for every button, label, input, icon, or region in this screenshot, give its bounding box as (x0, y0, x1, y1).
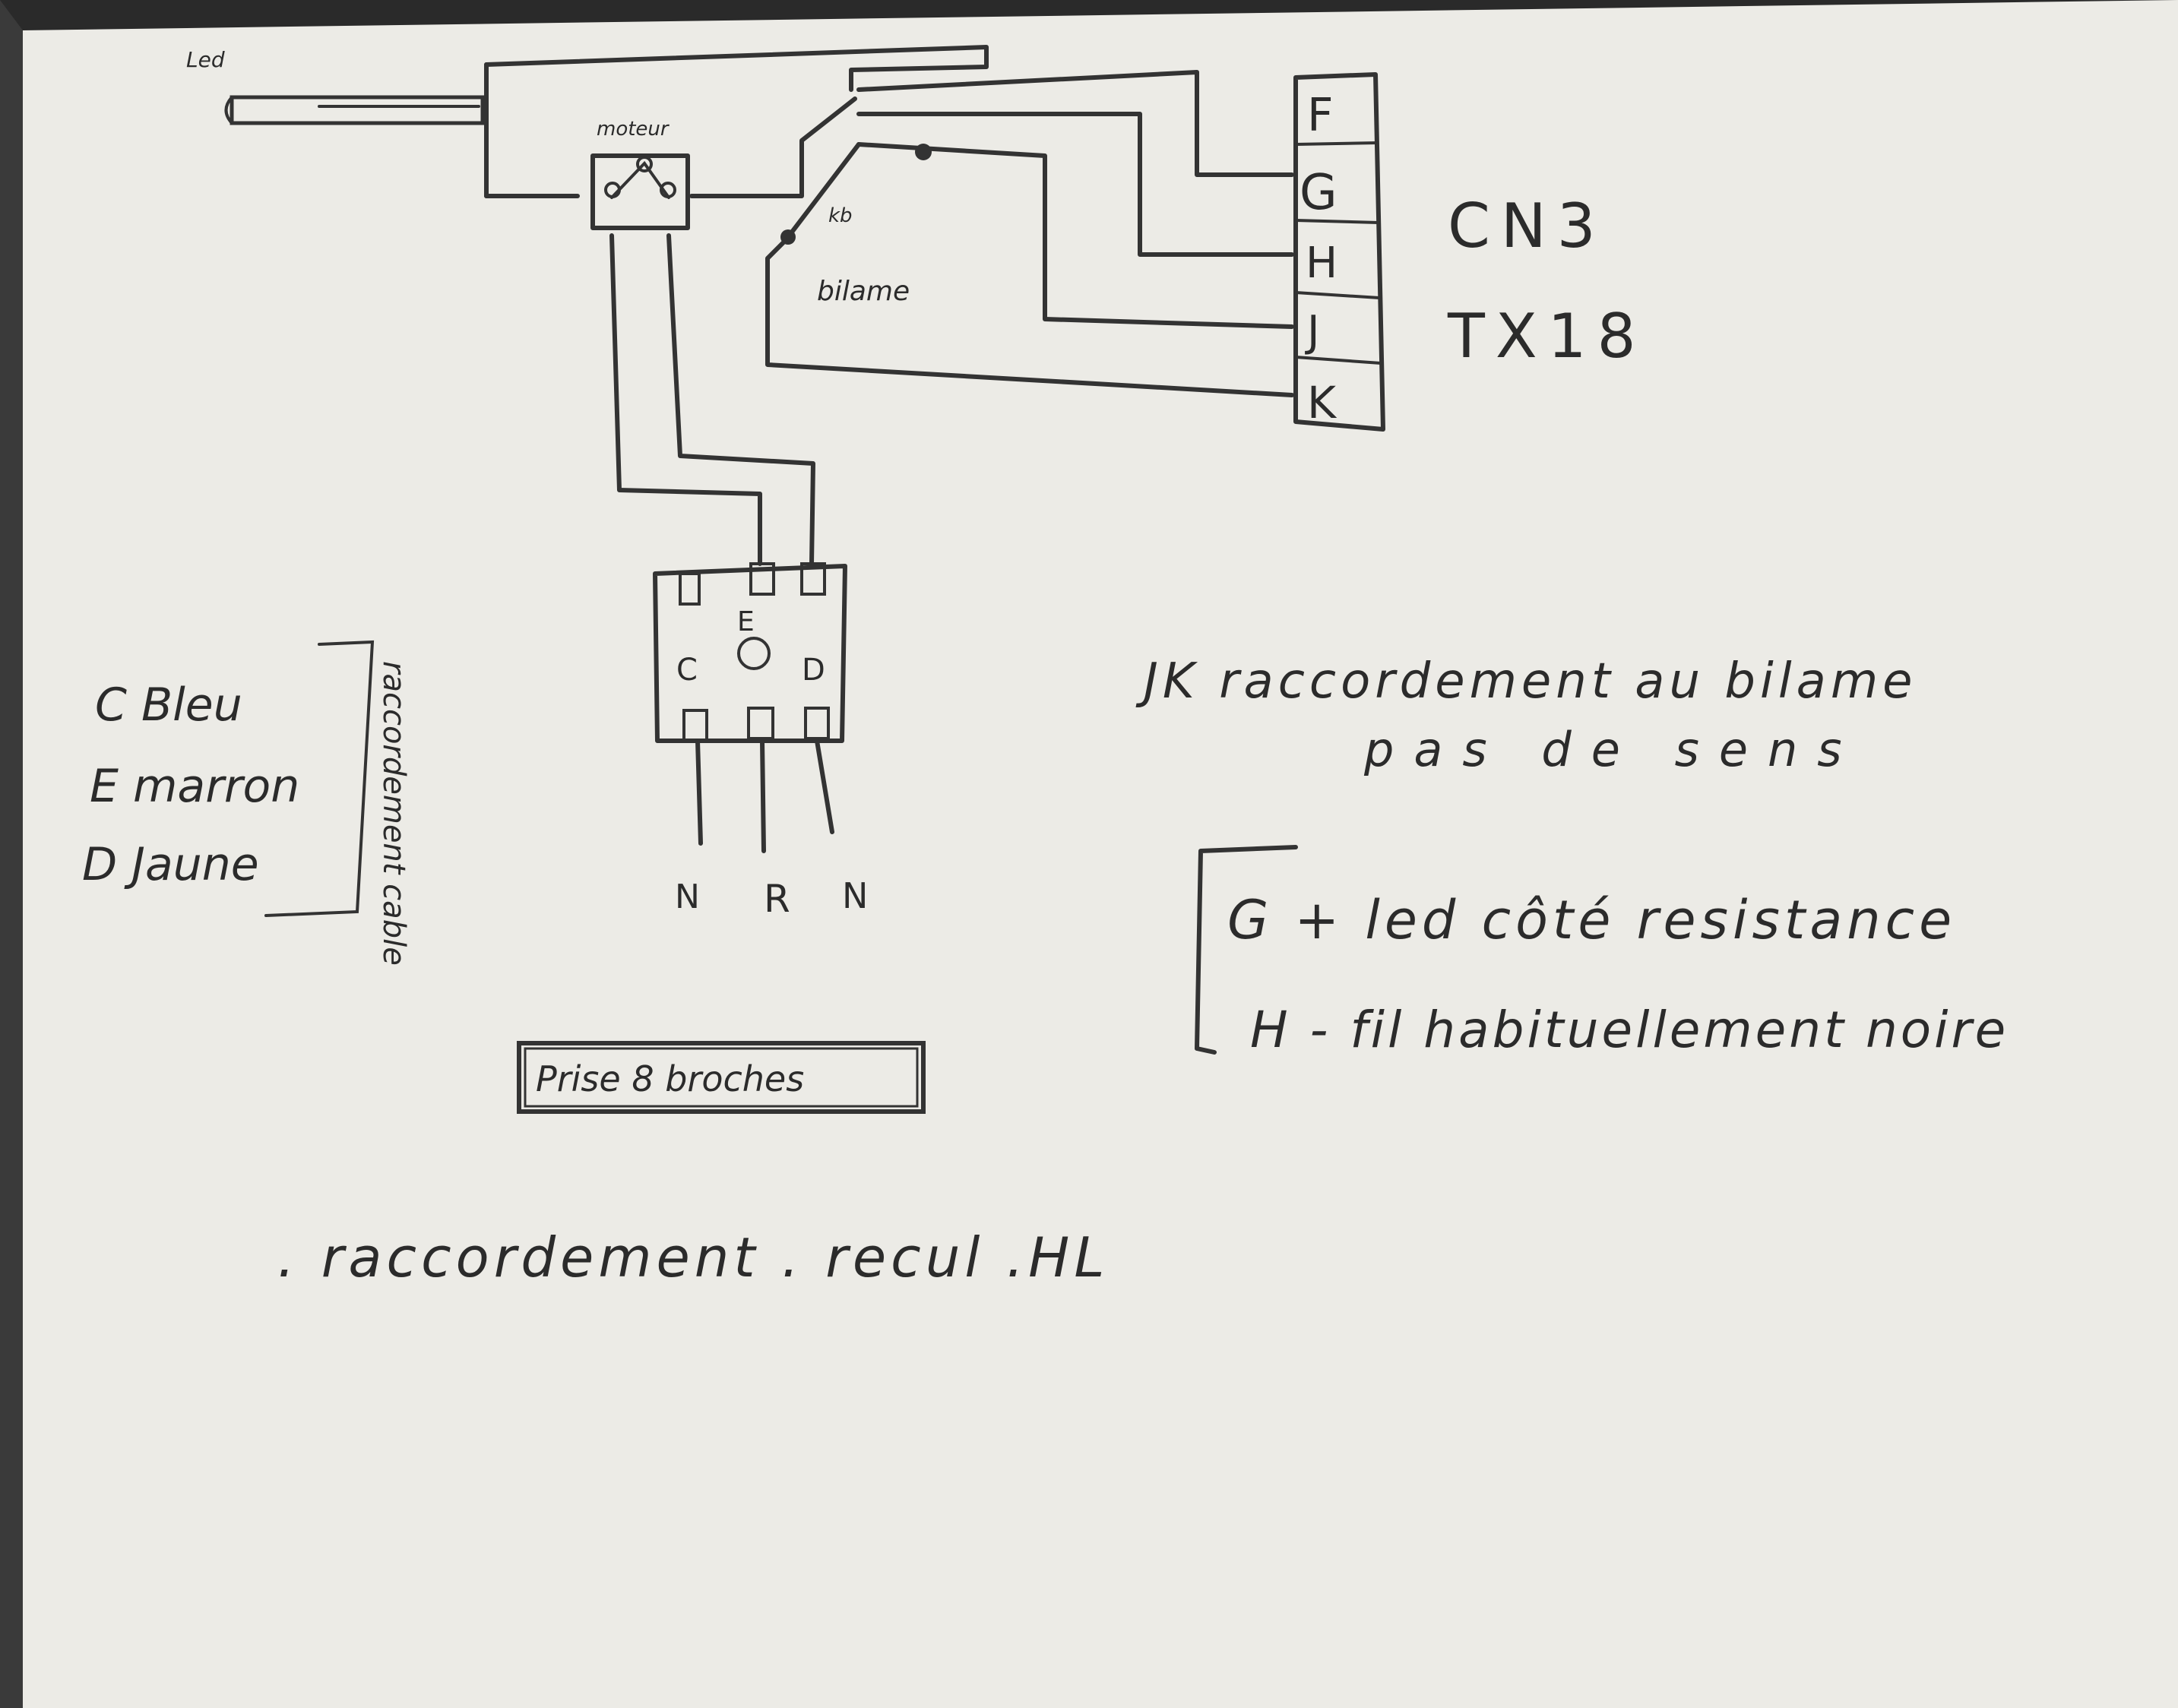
note-g-led: G + led côté resistance (1227, 889, 1956, 951)
pin-n-right-label: N (842, 875, 868, 916)
prise-caption: Prise 8 broches (536, 1058, 804, 1099)
socket-c-label: C (676, 653, 698, 688)
socket-e-label: E (737, 606, 755, 637)
terminal-j-label: J (1305, 307, 1320, 356)
moteur-component (590, 153, 690, 230)
pin-r-label: R (764, 877, 790, 921)
motor-to-socket-wires (609, 233, 815, 566)
legend-e-marron: E marron (90, 760, 299, 813)
terminal-block-cn3 (1293, 72, 1385, 432)
led-label: Led (186, 47, 225, 72)
note-jk-line2: pas de sens (1363, 722, 1862, 777)
chassis-wiring (484, 45, 1294, 397)
prise-caption-box (517, 1041, 926, 1114)
bilame-tag: kb (828, 204, 853, 227)
legend-d-jaune: D Jaune (82, 838, 259, 891)
socket-d-label: D (802, 653, 825, 688)
terminal-h-label: H (1306, 239, 1338, 288)
terminal-k-label: K (1307, 377, 1338, 429)
terminal-g-label: G (1300, 165, 1338, 221)
note-h-fil: H - fil habituellement noire (1250, 1001, 2009, 1059)
note-gh-bracket (1195, 845, 1298, 1055)
terminal-f-label: F (1307, 89, 1334, 142)
prise-socket (653, 562, 847, 853)
legend-side-note: raccordement cable (376, 661, 411, 966)
bilame-switch (780, 142, 932, 245)
bilame-label: bilame (817, 276, 910, 307)
legend-c-bleu: C Bleu (95, 678, 242, 732)
footer-note: . raccordement . recul .HL (277, 1226, 1109, 1289)
led-tube (224, 95, 485, 125)
moteur-label: moteur (597, 118, 670, 141)
pin-n-left-label: N (675, 878, 700, 916)
tx18-label: TX18 (1447, 301, 1646, 372)
legend-bracket (264, 640, 375, 917)
cn3-label: CN3 (1448, 191, 1607, 261)
note-jk-line1: JK raccordement au bilame (1135, 653, 1917, 710)
paper-sheet (23, 0, 2178, 1708)
paper-edge-shadow (0, 0, 23, 1708)
